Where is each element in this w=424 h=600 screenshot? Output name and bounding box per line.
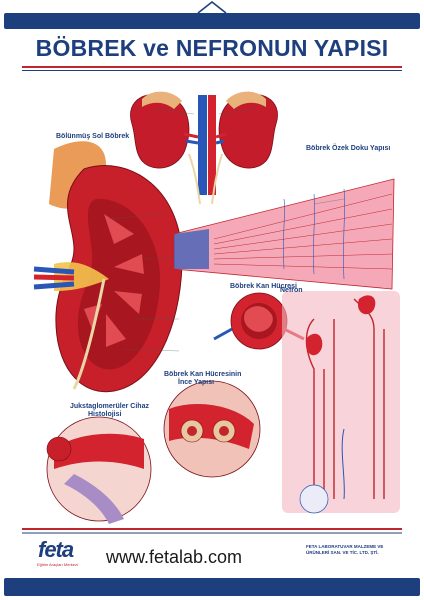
section-label-sol-bobrek: Bölünmüş Sol Böbrek xyxy=(56,133,130,140)
section-label-juksta-2: Histolojisi xyxy=(88,411,122,418)
hanger-icon xyxy=(197,0,227,14)
title-divider-thin xyxy=(22,70,402,71)
section-label-juksta-1: Jukstaglomerüler Cihaz xyxy=(70,403,149,410)
company-line-1: FETA LABORATUVAR MALZEME VE xyxy=(306,544,384,549)
renal-corpuscle-illustration xyxy=(213,292,305,350)
section-label-nefron: Nefron xyxy=(280,287,303,294)
juxtaglomerular-illustration xyxy=(46,416,152,524)
kidney-pair-illustration xyxy=(130,91,278,205)
section-label-kan-hucresi: Böbrek Kan Hücresi xyxy=(230,283,297,290)
title-divider xyxy=(22,66,402,68)
sectioned-kidney-illustration xyxy=(33,141,183,393)
corpuscle-fine-structure-illustration xyxy=(163,380,261,478)
website-url: www.fetalab.com xyxy=(106,547,243,567)
section-label-kan-hucresi-ince-1: Böbrek Kan Hücresinin xyxy=(164,371,242,378)
company-info: FETA LABORATUVAR MALZEME VE ÜRÜNLERİ SAN… xyxy=(306,544,404,555)
logo-tagline: Eğitim Araçları Merkezi xyxy=(37,562,78,567)
bottom-rail xyxy=(4,578,420,596)
anatomy-illustration xyxy=(22,91,402,534)
medulla-tissue-illustration xyxy=(173,178,395,290)
nephron-illustration xyxy=(282,291,400,514)
feta-logo: feta xyxy=(38,537,74,562)
company-line-2: ÜRÜNLERİ SAN. VE TİC. LTD. ŞTİ. xyxy=(306,549,379,555)
section-label-ozek-doku: Böbrek Özek Doku Yapısı xyxy=(306,145,391,152)
poster-title: BÖBREK ve NEFRONUN YAPISI xyxy=(35,35,389,61)
top-rail xyxy=(4,13,420,29)
section-label-kan-hucresi-ince-2: İnce Yapısı xyxy=(178,379,215,386)
poster: BÖBREK ve NEFRONUN YAPISI xyxy=(14,29,410,578)
